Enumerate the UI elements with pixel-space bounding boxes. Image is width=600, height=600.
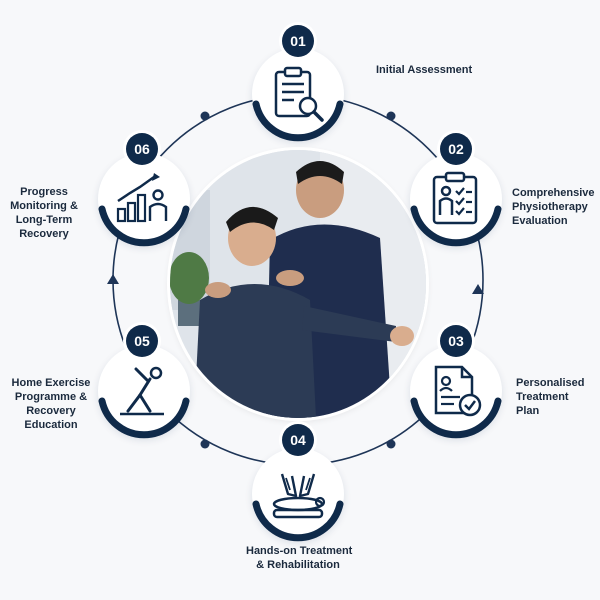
step-02-badge: 02 bbox=[440, 133, 472, 165]
step-04-label: Hands-on Treatment& Rehabilitation bbox=[246, 545, 353, 571]
step-05-node bbox=[98, 345, 190, 439]
node-arc bbox=[410, 397, 502, 439]
node-arc bbox=[252, 500, 344, 542]
ring-dot bbox=[200, 439, 210, 449]
ring-dot bbox=[386, 111, 396, 121]
step-01-badge: 01 bbox=[282, 25, 314, 57]
ring-arrow-up-left bbox=[107, 274, 119, 284]
step-04-badge: 04 bbox=[282, 424, 314, 456]
plan-document-check-icon bbox=[434, 365, 482, 417]
checklist-person-icon bbox=[432, 171, 478, 225]
ring-dot bbox=[200, 111, 210, 121]
step-03-badge: 03 bbox=[440, 325, 472, 357]
hands-on-massage-icon bbox=[272, 473, 326, 519]
node-arc bbox=[98, 205, 190, 247]
step-05-badge: 05 bbox=[126, 325, 158, 357]
treatment-photo bbox=[170, 150, 426, 418]
node-arc bbox=[410, 205, 502, 247]
step-04-node bbox=[252, 448, 344, 542]
stretching-person-icon bbox=[120, 366, 164, 416]
node-arc bbox=[98, 397, 190, 439]
step-01-label: Initial Assessment bbox=[376, 64, 473, 76]
step-06-badge: 06 bbox=[126, 133, 158, 165]
ring-arrow-up-right bbox=[472, 284, 484, 294]
ring-dot bbox=[386, 439, 396, 449]
node-arc bbox=[252, 100, 344, 142]
step-01-node bbox=[252, 48, 344, 142]
step-03-node bbox=[410, 345, 502, 439]
progress-chart-person-icon bbox=[116, 173, 168, 223]
step-02-node bbox=[410, 153, 502, 247]
clipboard-magnifier-icon bbox=[274, 66, 324, 122]
step-06-node bbox=[98, 153, 190, 247]
